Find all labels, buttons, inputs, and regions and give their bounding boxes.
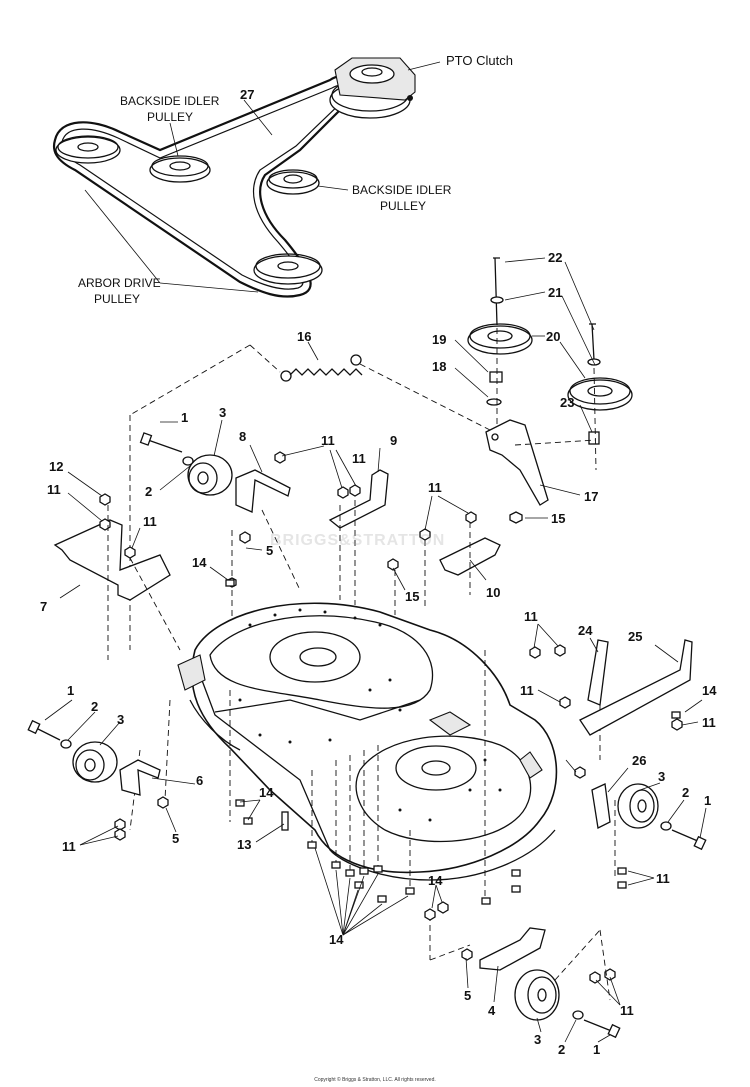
arbor-drive-pulley-right <box>253 253 323 285</box>
part-number: 8 <box>239 429 247 444</box>
part-number: 3 <box>534 1032 542 1047</box>
part-number: 25 <box>628 629 643 644</box>
part-number: 10 <box>486 585 501 600</box>
mower-deck <box>129 602 616 961</box>
front-left-hardware <box>53 419 501 660</box>
part-number: 12 <box>49 459 64 474</box>
part-number: 3 <box>219 405 227 420</box>
part-number: 9 <box>390 433 398 448</box>
part-number: 2 <box>682 785 690 800</box>
pto-clutch <box>329 57 416 119</box>
part-number: 11 <box>620 1003 634 1018</box>
part-number: 15 <box>405 589 420 604</box>
part-number: 27 <box>240 87 255 102</box>
part-number: 11 <box>656 871 670 886</box>
part-number: 21 <box>548 285 563 300</box>
part-number: 1 <box>67 683 75 698</box>
belt-assembly <box>52 57 441 298</box>
part-number: 3 <box>117 712 125 727</box>
part-number: 24 <box>578 623 593 638</box>
callout-arbor-drive-line1: ARBOR DRIVE <box>78 276 161 290</box>
spring <box>129 341 491 650</box>
left-wheel-group <box>27 699 289 846</box>
front-right-wheel-group <box>424 884 621 1043</box>
callout-backside-idler-right-line2: PULLEY <box>380 199 427 213</box>
part-number: 2 <box>91 699 99 714</box>
part-number: 11 <box>524 609 538 624</box>
deck-screws <box>225 579 681 936</box>
part-number: 4 <box>488 1003 496 1018</box>
copyright-notice: Copyright © Briggs & Stratton, LLC. All … <box>314 1077 436 1083</box>
part-number: 6 <box>196 773 204 788</box>
part-number: 26 <box>632 753 647 768</box>
part-number: 11 <box>143 514 157 529</box>
part-number: 11 <box>702 715 716 730</box>
part-number: 11 <box>47 482 61 497</box>
part-number: 14 <box>329 932 344 947</box>
callout-backside-idler-top-line1: BACKSIDE IDLER <box>120 94 220 108</box>
part-number: 1 <box>593 1042 601 1057</box>
part-number: 18 <box>432 359 447 374</box>
part-number: 19 <box>432 332 447 347</box>
brand-watermark: BRIGGS&STRATTON <box>270 532 446 549</box>
part-number: 1 <box>181 410 189 425</box>
part-number: 2 <box>558 1042 566 1057</box>
part-number: 11 <box>428 480 442 495</box>
part-number: 16 <box>297 329 312 344</box>
idler-arm-assembly <box>454 257 633 524</box>
part-number: 7 <box>40 599 48 614</box>
part-number: 13 <box>237 837 252 852</box>
part-number: 14 <box>702 683 717 698</box>
part-number: 11 <box>520 683 534 698</box>
callout-backside-idler-top-line2: PULLEY <box>147 110 194 124</box>
part-number: 14 <box>428 873 443 888</box>
part-number: 11 <box>352 451 366 466</box>
part-number: 17 <box>584 489 599 504</box>
part-number: 15 <box>551 511 566 526</box>
callout-pto-clutch: PTO Clutch <box>446 53 513 68</box>
part-number: 1 <box>704 793 712 808</box>
backside-idler-pulley-left <box>149 155 211 183</box>
part-number: 11 <box>321 433 335 448</box>
part-number: 5 <box>464 988 472 1003</box>
part-number: 23 <box>560 395 575 410</box>
callout-arbor-drive-line2: PULLEY <box>94 292 141 306</box>
part-number: 14 <box>192 555 207 570</box>
part-number: 20 <box>546 329 561 344</box>
backside-idler-pulley-right <box>266 169 320 195</box>
part-number: 14 <box>259 785 274 800</box>
part-number: 5 <box>266 543 274 558</box>
arbor-drive-pulley-left <box>55 135 121 164</box>
part-number: 5 <box>172 831 180 846</box>
part-number: 2 <box>145 484 153 499</box>
part-number: 3 <box>658 769 666 784</box>
part-number: 22 <box>548 250 563 265</box>
right-side-hardware <box>529 623 707 889</box>
callout-backside-idler-right-line1: BACKSIDE IDLER <box>352 183 452 197</box>
part-number: 11 <box>62 839 76 854</box>
